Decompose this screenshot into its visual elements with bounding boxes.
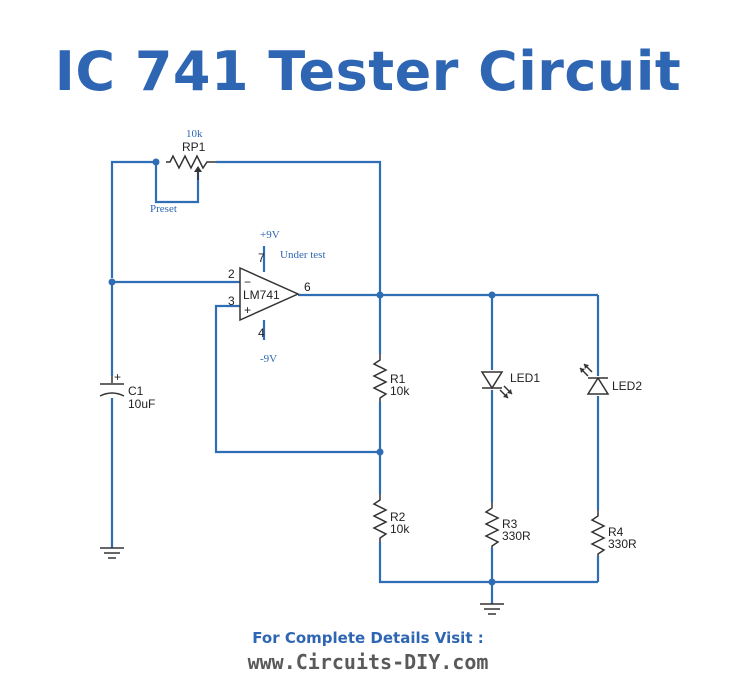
- c1-plus-sign: +: [114, 370, 121, 384]
- junction-dot: [488, 578, 496, 586]
- ground-icon: [100, 547, 124, 559]
- r1-value: 10k: [390, 384, 410, 398]
- footer-caption: For Complete Details Visit :: [252, 629, 484, 647]
- footer-url[interactable]: www.Circuits-DIY.com: [247, 650, 489, 674]
- junction-dot: [376, 291, 384, 299]
- r2-zigzag: [372, 494, 388, 542]
- lm741-opamp: LM741 − + 2 3 6 7 4 +9V -9V Under test: [228, 229, 326, 365]
- led1-ray-arrows: [503, 389, 512, 398]
- led2-triangle: [586, 376, 610, 395]
- r2-value: 10k: [390, 522, 410, 536]
- under-test-note: Under test: [280, 249, 326, 261]
- r2-resistor: R2 10k: [372, 494, 410, 542]
- wires: [110, 160, 600, 604]
- r3-resistor: R3 330R: [484, 502, 531, 548]
- c1-value: 10uF: [128, 397, 155, 411]
- wire-preset-loop: [154, 162, 200, 204]
- junction-dot: [152, 158, 160, 166]
- pin-7-label: 7: [258, 251, 265, 265]
- pin-4-label: 4: [258, 326, 265, 340]
- ground-symbol-left: [100, 547, 124, 559]
- r3-zigzag: [484, 502, 500, 548]
- rp1-note: Preset: [150, 203, 177, 215]
- junctions: [108, 158, 496, 586]
- r1-resistor: R1 10k: [372, 354, 410, 402]
- led1-ref: LED1: [510, 371, 540, 385]
- opamp-plus-sign: +: [244, 303, 251, 317]
- c1-capacitor: + C1 10uF: [99, 370, 155, 411]
- led2-ref: LED2: [612, 379, 642, 393]
- ground-symbol-right: [480, 603, 504, 615]
- wire-top-right: [216, 160, 382, 295]
- junction-dot: [488, 291, 496, 299]
- r2-ref: R2: [390, 510, 406, 524]
- led2-ray-arrows: [580, 364, 589, 373]
- wire-left-top: [110, 160, 156, 278]
- led2: LED2: [579, 363, 642, 395]
- supply-neg-label: -9V: [260, 353, 277, 365]
- rp1-potentiometer: 10k RP1 Preset: [150, 128, 216, 215]
- r4-resistor: R4 330R: [590, 510, 637, 556]
- r4-ref: R4: [608, 525, 624, 539]
- led1: LED1: [480, 371, 540, 399]
- pin-3-label: 3: [228, 294, 235, 308]
- led1-triangle: [480, 371, 504, 390]
- ground-icon: [480, 603, 504, 615]
- wire-bottom-bus: [378, 542, 598, 584]
- supply-pos-label: +9V: [260, 229, 280, 241]
- opamp-triangle: [239, 266, 300, 322]
- page-title: IC 741 Tester Circuit: [54, 40, 682, 103]
- wire-noninv-feedback: [214, 304, 380, 454]
- c1-ref: C1: [128, 384, 144, 398]
- junction-dot: [376, 448, 384, 456]
- c1-plate-bottom: [99, 392, 125, 397]
- r4-zigzag: [590, 510, 606, 556]
- rp1-zigzag: [166, 154, 216, 170]
- rp1-wiper-arrow: [194, 166, 202, 172]
- pin-6-label: 6: [304, 280, 311, 294]
- r1-ref: R1: [390, 372, 406, 386]
- pin-2-label: 2: [228, 267, 235, 281]
- r1-zigzag: [372, 354, 388, 402]
- r4-value: 330R: [608, 537, 637, 551]
- opamp-ref: LM741: [243, 288, 280, 302]
- opamp-minus-sign: −: [244, 275, 251, 289]
- rp1-value: 10k: [186, 128, 203, 140]
- r3-value: 330R: [502, 529, 531, 543]
- junction-dot: [108, 278, 116, 286]
- rp1-ref: RP1: [182, 140, 206, 154]
- r3-ref: R3: [502, 517, 518, 531]
